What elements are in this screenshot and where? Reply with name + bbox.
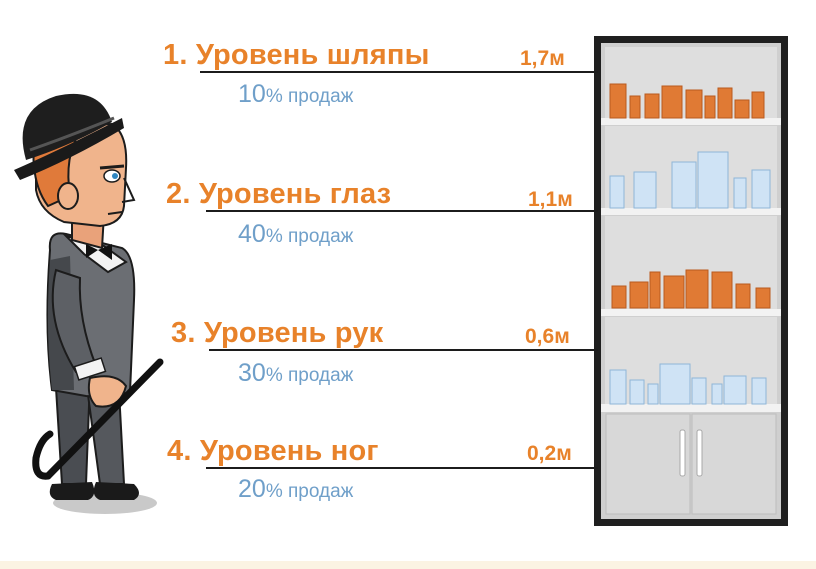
cupboard-handle-right xyxy=(696,429,703,477)
level-2-share-value: 40 xyxy=(238,220,266,248)
shelf-3 xyxy=(601,309,781,316)
cupboard-left-door xyxy=(605,413,691,515)
products-top-shelf xyxy=(609,83,765,119)
level-2-share-text: % продаж xyxy=(265,226,354,247)
man-right-shoe xyxy=(93,482,139,500)
man-cuff xyxy=(73,357,107,381)
level-4-share: 20% продаж xyxy=(238,476,353,506)
level-3-share-value: 30 xyxy=(238,359,266,387)
level-3-share-text: % продаж xyxy=(265,365,354,386)
level-2-title: 2. Уровень глаз xyxy=(166,179,391,209)
level-3-share: 30% продаж xyxy=(238,360,353,390)
level-3-line xyxy=(209,349,598,351)
level-4-height: 0,2м xyxy=(527,442,572,465)
man-bow-tie xyxy=(86,244,112,260)
level-4-number: 4. xyxy=(167,435,192,467)
level-4-share-text: % продаж xyxy=(265,481,354,502)
level-4-title: 4. Уровень ног xyxy=(167,436,379,466)
level-2-name: Уровень глаз xyxy=(198,178,392,210)
level-2-line xyxy=(206,210,598,212)
shelf-2 xyxy=(601,208,781,215)
cupboard-right-door xyxy=(691,413,777,515)
bottom-strip xyxy=(0,561,816,569)
level-3-height: 0,6м xyxy=(525,325,570,348)
bowler-hat-brim xyxy=(14,118,124,180)
shelf-1 xyxy=(601,118,781,125)
level-1-share: 10% продаж xyxy=(238,81,353,111)
level-1-name: Уровень шляпы xyxy=(195,39,430,71)
level-3-title: 3. Уровень рук xyxy=(171,318,383,348)
level-1-share-text: % продаж xyxy=(265,86,354,107)
level-2-share: 40% продаж xyxy=(238,221,353,251)
level-1-title: 1. Уровень шляпы xyxy=(163,40,430,70)
level-1-number: 1. xyxy=(163,39,188,71)
level-2-number: 2. xyxy=(166,178,191,210)
products-second-shelf xyxy=(609,151,771,209)
level-4-name: Уровень ног xyxy=(199,435,379,467)
cane-handle xyxy=(32,430,54,480)
level-2-height: 1,1м xyxy=(528,188,573,211)
products-third-shelf xyxy=(611,269,771,309)
man-ear xyxy=(57,182,79,210)
level-3-name: Уровень рук xyxy=(203,317,384,349)
level-1-line xyxy=(200,71,598,73)
level-4-share-value: 20 xyxy=(238,475,266,503)
man-left-shoe xyxy=(49,482,95,500)
cane xyxy=(44,358,164,480)
shelf-4 xyxy=(601,404,781,412)
cupboard-handle-left xyxy=(679,429,686,477)
products-fourth-shelf xyxy=(609,363,767,405)
level-1-share-value: 10 xyxy=(238,80,266,108)
level-3-number: 3. xyxy=(171,317,196,349)
level-4-line xyxy=(206,467,598,469)
level-1-height: 1,7м xyxy=(520,47,565,70)
